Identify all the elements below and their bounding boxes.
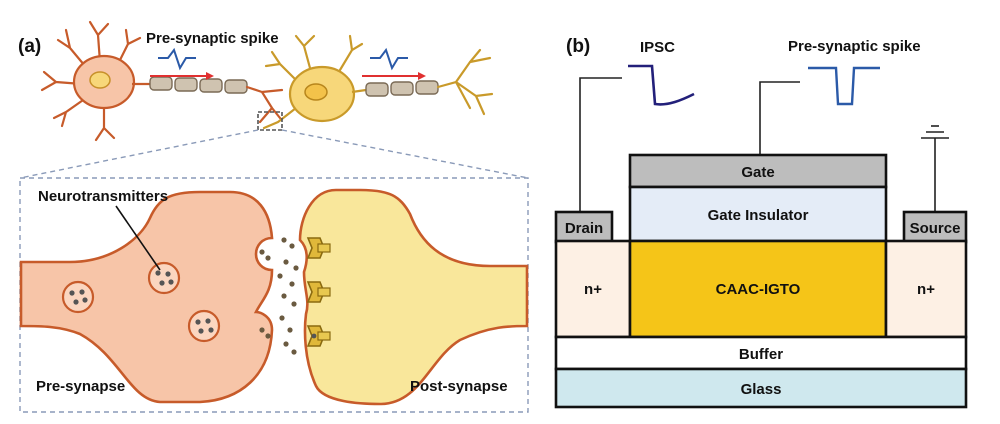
cleft-neurotransmitters [259,237,299,355]
pre-synapse-terminal [19,190,274,404]
pre-axon-myelin [149,76,248,94]
vesicle [187,309,221,343]
neurotransmitters-pointer [115,205,161,271]
receptor [306,325,331,347]
vesicle [61,280,95,314]
post-neuron-nucleus [304,83,328,101]
post-synapse-label: Post-synapse [410,378,508,395]
post-axon-hillock [351,88,367,94]
post-axon-myelin [365,80,439,97]
source-label: Source [910,220,961,237]
gate-insulator-label: Gate Insulator [708,207,809,224]
receptor [306,281,331,303]
drain-wire [579,77,622,214]
vesicles [61,261,221,343]
pre-neuron-dendrites [40,20,142,142]
zoom-guide-left [19,129,259,179]
panel-b-spike-label: Pre-synaptic spike [788,38,921,55]
propagation-arrow-2 [362,72,426,80]
panel-a: (a) [18,20,529,413]
propagation-arrow-1 [150,72,214,80]
post-spike-waveform [370,47,408,71]
panel-b: (b) IPSC Pre-synaptic spike [554,36,968,409]
pre-neuron [40,20,284,142]
n-plus-right-label: n+ [917,281,935,298]
ipsc-waveform [628,64,695,106]
panel-a-spike-label: Pre-synaptic spike [146,30,279,47]
vesicle [147,261,181,295]
channel-label: CAAC-IGTO [716,281,801,298]
glass-substrate [554,367,968,409]
zoom-guide-right [281,129,529,179]
tft-device [554,153,968,409]
panel-b-letter: (b) [566,36,590,57]
gate-insulator-layer [628,185,888,243]
pre-spike-waveform [158,47,196,71]
pre-neuron-nucleus [89,71,111,89]
post-synapse-terminal [298,188,529,406]
glass-label: Glass [741,381,782,398]
gate-wire [759,81,800,156]
n-plus-left-label: n+ [584,281,602,298]
n-plus-right-region [884,239,968,339]
pre-spike-pulse [808,66,880,106]
buffer-label: Buffer [739,346,783,363]
pre-axon-terminals [245,85,284,124]
gate-label: Gate [741,164,774,181]
synapse-zoom-box [257,111,283,131]
post-axon-terminals [436,48,494,116]
ipsc-label: IPSC [640,39,675,56]
post-neuron-dendrites [262,34,364,130]
ground-icon [921,125,949,139]
receptors [306,237,331,347]
neurotransmitters-label: Neurotransmitters [38,188,168,205]
receptor [306,237,331,259]
post-neuron [262,34,494,130]
drain-label: Drain [565,220,603,237]
panel-a-letter: (a) [18,36,41,57]
gate-layer [628,153,888,189]
pre-synapse-label: Pre-synapse [36,378,125,395]
